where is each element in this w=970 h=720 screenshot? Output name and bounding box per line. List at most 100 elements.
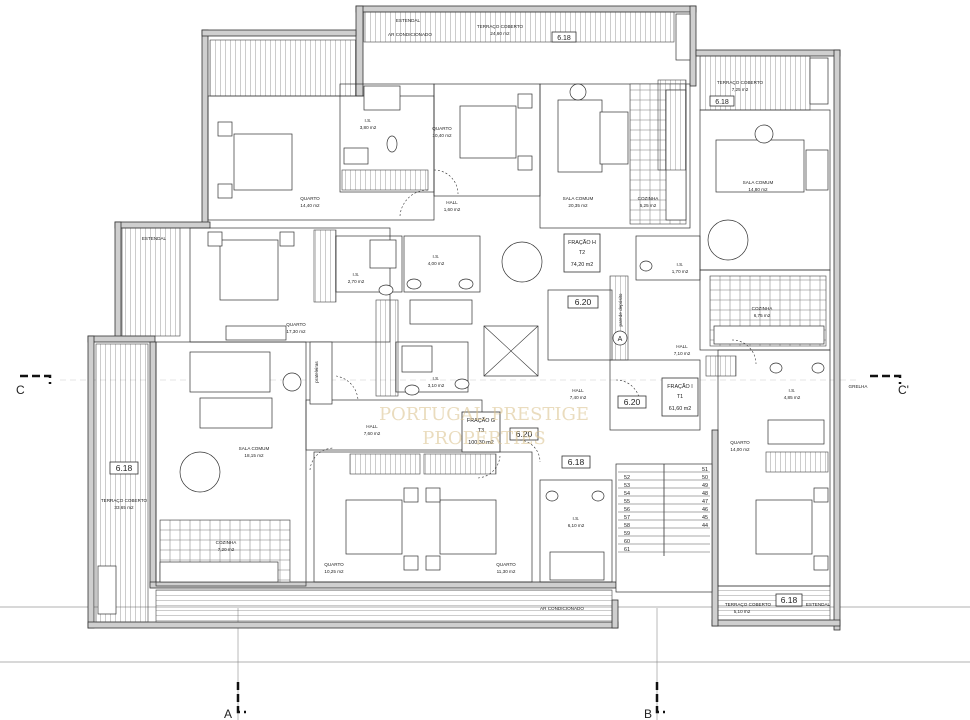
level-tag: 6.18 — [116, 463, 133, 473]
room-area: 6,75 m2 — [754, 313, 771, 318]
stair-number: 52 — [624, 475, 630, 481]
living-furniture — [179, 83, 829, 493]
stair-core — [483, 325, 713, 593]
room-area: 3,80 m2 — [360, 125, 377, 130]
section-mark-b: B — [644, 707, 652, 720]
unit-box-i: FRAÇÃO I T1 61,60 m2 — [661, 377, 699, 417]
beds — [207, 93, 829, 571]
room-labels: ESTENDAL TERRAÇO COBERTO 24,60 m2 AR CON… — [101, 18, 831, 614]
room-label: COZINHA — [752, 306, 774, 311]
stair-number: 47 — [702, 499, 708, 505]
terraces — [95, 11, 831, 623]
room-label: SALA COMUM — [743, 180, 774, 185]
room-area: 17,30 m2 — [286, 329, 306, 334]
stair-number: 55 — [624, 499, 630, 505]
stair-number: 53 — [624, 483, 630, 489]
section-mark-left: C — [16, 383, 25, 397]
stair-number: 50 — [702, 475, 708, 481]
room-label: ESTENDAL — [396, 18, 421, 23]
room-label: I.S. — [789, 388, 796, 393]
room-label: HALL — [572, 388, 584, 393]
room-area: 18,15 m2 — [244, 453, 264, 458]
section-markers: C C' A B — [16, 374, 909, 720]
room-label: HALL — [446, 200, 458, 205]
room-label: QUARTO — [300, 196, 320, 201]
room-label: QUARTO — [496, 562, 516, 567]
room-area: 11,30 m2 — [497, 569, 516, 574]
room-area: 14,00 m2 — [730, 447, 750, 452]
room-label: I.S. — [433, 376, 440, 381]
room-area: 6,10 m2 — [568, 523, 585, 528]
duct-label: parede depósito — [618, 293, 623, 326]
room-label: QUARTO — [286, 322, 306, 327]
room-area: 3,10 m2 — [428, 383, 445, 388]
watermark: PORTUGAL PRESTIGE PROPERTIES — [379, 404, 589, 449]
room-area: 33,65 m2 — [114, 505, 134, 510]
outer-walls — [87, 5, 841, 631]
level-tags: 6.18 6.18 6.20 6.20 6.20 6.18 6.18 6.18 — [109, 31, 803, 607]
section-mark-a: A — [224, 707, 232, 720]
stair-number: 54 — [624, 491, 630, 497]
room-area: 7,40 m2 — [570, 395, 587, 400]
room-area: 7,20 m2 — [218, 547, 235, 552]
unit-title: FRAÇÃO H — [568, 239, 596, 246]
room-area: 1,70 m2 — [672, 269, 689, 274]
stair-number: 59 — [624, 531, 630, 537]
room-area: 20,35 m2 — [568, 203, 588, 208]
room-area: 14,80 m2 — [748, 187, 768, 192]
stair-number: 57 — [624, 515, 630, 521]
stair-number: 48 — [702, 491, 708, 497]
room-label: HALL — [366, 424, 378, 429]
room-label: HALL — [676, 344, 688, 349]
room-label: COZINHA — [638, 196, 660, 201]
room-label: TERRAÇO COBERTO — [101, 498, 148, 503]
room-area: 2,70 m2 — [348, 279, 365, 284]
level-tag: 6.18 — [715, 99, 729, 106]
room-area: 10,40 m2 — [432, 133, 452, 138]
stair-number: 45 — [702, 515, 708, 521]
shelf-label: prateleiras — [314, 361, 319, 383]
stair-number: 60 — [624, 539, 630, 545]
stair-number: 58 — [624, 523, 630, 529]
room-area: 4,85 m2 — [784, 395, 801, 400]
room-label: TERRAÇO COBERTO — [717, 80, 764, 85]
room-label: COZINHA — [216, 540, 238, 545]
bathrooms — [343, 85, 825, 581]
room-label: QUARTO — [324, 562, 344, 567]
unit-code: T2 — [579, 250, 585, 256]
room-label: AR CONDICIONADO — [388, 32, 432, 37]
unit-area: 74,20 m2 — [571, 262, 593, 268]
misc-labels: prateleiras parede depósito GRELHA A — [314, 293, 868, 389]
unit-title: FRAÇÃO I — [667, 383, 692, 390]
level-tag: 6.20 — [624, 397, 641, 407]
room-label: SALA COMUM — [563, 196, 594, 201]
section-mark-right: C' — [898, 383, 909, 397]
room-label: TERRAÇO COBERTO — [725, 602, 772, 607]
room-area: 24,60 m2 — [490, 31, 510, 36]
unit-area: 61,60 m2 — [669, 406, 691, 412]
room-label: QUARTO — [730, 440, 750, 445]
room-area: 7,25 m2 — [732, 87, 749, 92]
room-area: 7,60 m2 — [364, 431, 381, 436]
room-label: I.S. — [677, 262, 684, 267]
level-tag: 6.18 — [568, 457, 585, 467]
room-area: 5,10 m2 — [734, 609, 751, 614]
room-area: 10,25 m2 — [324, 569, 344, 574]
room-label: I.S. — [353, 272, 360, 277]
room-area: 4,00 m2 — [428, 261, 445, 266]
room-label: I.S. — [365, 118, 372, 123]
watermark-line2: PROPERTIES — [422, 428, 546, 449]
room-label: TERRAÇO COBERTO — [477, 24, 524, 29]
circle-mark — [612, 330, 628, 346]
unit-boxes: FRAÇÃO H T2 74,20 m2 FRAÇÃO G T3 100,30 … — [461, 233, 699, 453]
level-tag: 6.20 — [575, 297, 592, 307]
level-tag: 6.18 — [557, 35, 571, 42]
unit-title: FRAÇÃO G — [467, 417, 495, 424]
unit-area: 100,30 m2 — [468, 440, 493, 446]
room-area: 1,60 m2 — [444, 207, 461, 212]
unit-code: T1 — [677, 394, 683, 400]
room-area: 7,10 m2 — [674, 351, 691, 356]
stair-numbers: 52 53 54 55 56 57 58 59 60 61 51 50 49 4… — [624, 467, 708, 553]
stair-number: 51 — [702, 467, 708, 473]
